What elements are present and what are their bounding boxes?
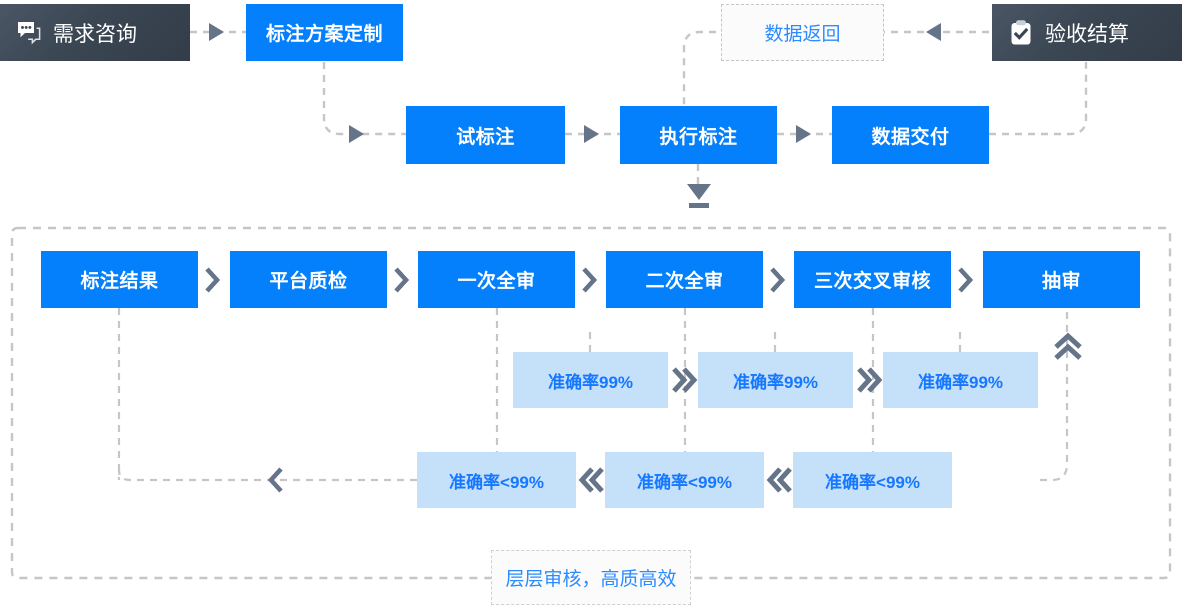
node-label: 验收结算	[1045, 22, 1129, 46]
chevron-double-up-icon	[1052, 330, 1084, 369]
node-label: 数据返回	[764, 24, 841, 45]
node-label: 二次全审	[645, 271, 724, 292]
chevron-double-left-icon	[576, 464, 608, 501]
triangle-right-arrow-icon	[580, 123, 604, 150]
triangle-right-arrow-icon	[205, 21, 229, 48]
chip-label: 准确率99%	[917, 372, 1004, 392]
chevron-double-left-icon	[764, 464, 796, 501]
wire-sampling-loop	[1040, 308, 1069, 482]
node-stage-second-full-review[interactable]: 二次全审	[606, 251, 763, 308]
node-data-return[interactable]: 数据返回	[721, 4, 884, 61]
chip-label: 准确率<99%	[449, 472, 544, 492]
node-annotation-plan[interactable]: 标注方案定制	[246, 4, 403, 61]
node-stage-platform-qc[interactable]: 平台质检	[230, 251, 387, 308]
chip-label: 准确率99%	[732, 372, 819, 392]
node-label: 一次全审	[457, 271, 536, 292]
node-stage-sampling-review[interactable]: 抽审	[983, 251, 1140, 308]
node-label: 抽审	[1041, 271, 1081, 292]
node-label: 数据交付	[871, 126, 950, 148]
chevron-left-icon	[265, 466, 287, 499]
review-footer-caption: 层层审核，高质高效	[491, 550, 691, 605]
wire-plan-to-trial	[322, 62, 406, 136]
chat-bubble-icon	[16, 20, 42, 46]
chevron-double-right-icon	[853, 364, 885, 401]
chevron-right-icon	[578, 266, 600, 299]
chevron-right-icon	[954, 266, 976, 299]
node-label: 三次交叉审核	[813, 271, 931, 292]
chip-accuracy-pass-3: 准确率99%	[883, 352, 1038, 408]
node-stage-first-full-review[interactable]: 一次全审	[418, 251, 575, 308]
chevron-right-icon	[201, 266, 223, 299]
node-demand-consult[interactable]: 需求咨询	[0, 4, 190, 61]
node-label: 试标注	[456, 126, 515, 148]
node-label: 执行标注	[659, 126, 738, 148]
chip-accuracy-pass-1: 准确率99%	[513, 352, 668, 408]
node-execute-annotation[interactable]: 执行标注	[620, 106, 777, 164]
chip-accuracy-fail-3: 准确率<99%	[793, 452, 952, 508]
triangle-right-arrow-icon	[792, 123, 816, 150]
chevron-right-icon	[766, 266, 788, 299]
node-label: 平台质检	[269, 271, 348, 292]
triangle-right-arrow-icon	[345, 123, 369, 150]
node-acceptance-settlement[interactable]: 验收结算	[992, 4, 1182, 61]
node-label: 标注结果	[80, 271, 159, 292]
triangle-down-arrow-icon	[684, 182, 714, 215]
node-stage-third-cross-review[interactable]: 三次交叉审核	[794, 251, 951, 308]
chip-label: 准确率<99%	[637, 472, 732, 492]
chip-accuracy-fail-1: 准确率<99%	[417, 452, 576, 508]
triangle-left-arrow-icon	[921, 21, 945, 48]
chevron-right-icon	[390, 266, 412, 299]
node-data-delivery[interactable]: 数据交付	[832, 106, 989, 164]
wire-deliver-to-acceptance	[989, 62, 1088, 136]
chip-label: 准确率99%	[547, 372, 634, 392]
chevron-double-right-icon	[668, 364, 700, 401]
node-trial-annotation[interactable]: 试标注	[406, 106, 565, 164]
wire-fail-loop-back	[117, 469, 417, 482]
node-stage-annotation-result[interactable]: 标注结果	[41, 251, 198, 308]
clipboard-check-icon	[1008, 19, 1034, 47]
footer-label: 层层审核，高质高效	[505, 569, 677, 590]
chip-accuracy-fail-2: 准确率<99%	[605, 452, 764, 508]
node-label: 需求咨询	[53, 22, 137, 46]
node-label: 标注方案定制	[265, 24, 383, 45]
chip-label: 准确率<99%	[825, 472, 920, 492]
chip-accuracy-pass-2: 准确率99%	[698, 352, 853, 408]
